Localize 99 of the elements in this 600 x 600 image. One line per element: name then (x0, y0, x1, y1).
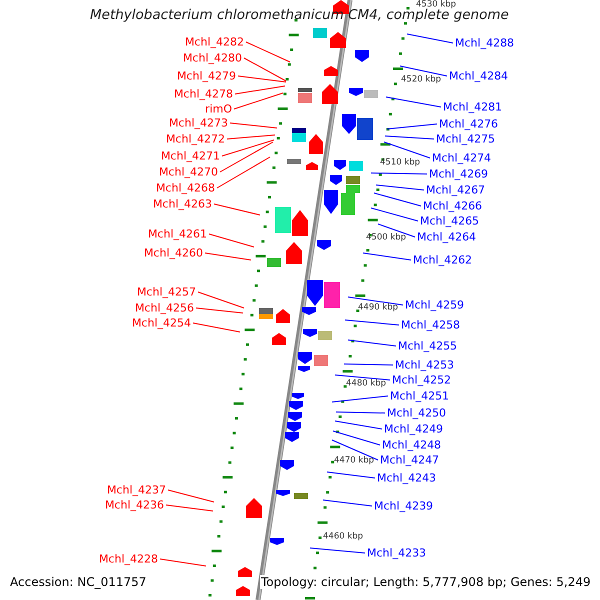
position-label: 4500 kbp (366, 234, 406, 242)
gene-label: Mchl_4265 (420, 214, 480, 228)
gene-label: Mchl_4258 (401, 318, 460, 332)
leader-line (238, 76, 286, 82)
leader-line (246, 42, 290, 62)
position-label: 4510 kbp (380, 158, 420, 168)
gene-label: Mchl_4247 (380, 454, 440, 466)
leader-line (348, 296, 404, 306)
position-label: 4480 kbp (346, 380, 386, 388)
leader-line (166, 504, 214, 512)
leader-line (370, 172, 428, 174)
gene-label: Mchl_4288 (455, 36, 514, 50)
gene-label: Mchl_4250 (387, 406, 446, 420)
gene-label: Mchl_4228 (98, 552, 158, 566)
gene-label: Mchl_4263 (152, 198, 212, 210)
gene-label: Mchl_4251 (390, 390, 450, 402)
leader-line (376, 184, 424, 190)
gene-label: Mchl_4248 (382, 438, 442, 452)
gene-label: Mchl_4254 (132, 316, 191, 330)
gene-label: Mchl_4268 (156, 182, 215, 194)
gene-label: Mchl_4275 (436, 132, 496, 146)
leader-line (378, 224, 416, 238)
leader-line (334, 374, 390, 380)
gene-label: rimO (205, 102, 232, 116)
position-label: 4530 kbp (416, 0, 456, 10)
leader-line (168, 490, 214, 502)
gene-label: Mchl_4278 (174, 88, 233, 100)
leader-line (214, 204, 260, 216)
leader-line (334, 420, 382, 430)
gene-label: Mchl_4281 (443, 100, 502, 114)
gene-label: Mchl_4239 (374, 500, 434, 512)
leader-line (192, 322, 240, 332)
leader-line (374, 192, 422, 206)
leader-line (244, 58, 286, 82)
gene-label: Mchl_4249 (384, 422, 444, 436)
leader-line (332, 396, 388, 402)
gene-label: Mchl_4266 (423, 200, 482, 212)
leader-line (160, 558, 206, 566)
gene-label: Mchl_4257 (136, 286, 196, 298)
leader-line (344, 320, 400, 326)
leader-line (344, 364, 394, 366)
gene-label: Mchl_4267 (426, 184, 486, 196)
position-label: 4470 kbp (334, 456, 374, 466)
leader-line (220, 142, 274, 172)
gene-label: Mchl_4255 (398, 340, 458, 352)
gene-label: Mchl_4261 (148, 228, 207, 240)
leader-line (406, 34, 454, 44)
gene-label: Mchl_4252 (392, 374, 452, 386)
leader-line (310, 548, 366, 554)
leader-line (216, 156, 270, 188)
gene-label: Mchl_4264 (417, 230, 476, 244)
leader-line (332, 430, 380, 446)
leader-line (234, 92, 284, 110)
leader-line (384, 142, 430, 158)
gene-label: Mchl_4279 (176, 70, 236, 82)
gene-label: Mchl_4233 (367, 546, 426, 560)
leader-line (336, 412, 386, 414)
position-label: 4520 kbp (401, 76, 442, 84)
leader-line (332, 440, 378, 460)
leader-line (386, 124, 438, 130)
position-label: 4490 kbp (358, 304, 398, 312)
gene-label: Mchl_4262 (413, 254, 472, 266)
diagram-title: Methylobacterium chloromethanicum CM4, complete genome (90, 9, 509, 22)
leader-line (400, 66, 448, 76)
leader-line (222, 140, 274, 156)
leader-line (386, 96, 442, 108)
leader-line (198, 292, 244, 308)
gene-label: Mchl_4272 (166, 132, 225, 146)
gene-label: Mchl_4274 (432, 152, 492, 164)
gene-label: Mchl_4271 (160, 150, 220, 162)
leader-line (196, 308, 244, 314)
gene-label: Mchl_4284 (449, 70, 508, 82)
gene-label: Mchl_4282 (184, 36, 244, 48)
gene-label: Mchl_4269 (429, 168, 488, 180)
accession-label: Accession: NC_011757 (10, 575, 146, 589)
gene-label: Mchl_4270 (158, 166, 218, 178)
gene-label: Mchl_4243 (377, 472, 436, 484)
gene-label: Mchl_4236 (104, 498, 164, 512)
leader-line (226, 134, 276, 140)
gene-label: Mchl_4273 (168, 116, 228, 130)
leader-line (326, 472, 376, 478)
position-label: 4460 kbp (323, 532, 364, 542)
leader-line (208, 234, 254, 248)
gene-label: Mchl_4256 (134, 302, 194, 314)
leader-line (230, 122, 278, 128)
leader-line (370, 208, 418, 222)
leader-line (384, 136, 434, 140)
gene-label: Mchl_4259 (405, 298, 464, 312)
genome-info-label: Topology: circular; Length: 5,777,908 bp; Genes: 5,249 (260, 575, 591, 589)
leader-line (322, 500, 372, 506)
gene-label: Mchl_4253 (395, 358, 454, 372)
gene-label: Mchl_4237 (106, 484, 166, 496)
gene-label: Mchl_4276 (439, 118, 498, 130)
leader-line (204, 252, 252, 260)
gene-label: Mchl_4280 (182, 52, 242, 64)
leader-line (348, 340, 396, 346)
leader-line (362, 252, 412, 260)
leader-line (234, 86, 286, 94)
gene-label: Mchl_4260 (144, 246, 203, 260)
